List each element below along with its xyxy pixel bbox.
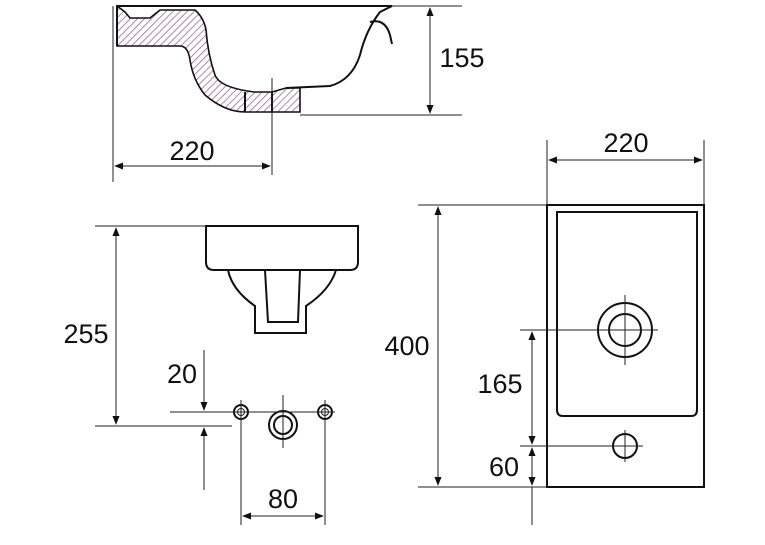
top-view: 220 400 165 60	[384, 128, 705, 525]
dim-pipe-offset: 20	[167, 359, 197, 389]
dim-side-height: 155	[439, 43, 484, 73]
basin-top-outline	[546, 204, 705, 488]
dim-side-width: 220	[169, 136, 214, 166]
dim-pipe-spacing: 80	[268, 484, 298, 514]
dim-front-height: 255	[63, 319, 108, 349]
dim-top-length: 400	[384, 331, 429, 361]
side-section-view: 220 155	[112, 4, 485, 182]
front-view: 255 20 80	[63, 225, 359, 525]
dim-tap-offset: 165	[477, 369, 522, 399]
dim-top-width: 220	[603, 128, 648, 158]
dim-waste-offset: 60	[489, 452, 519, 482]
basin-front-outline	[205, 225, 359, 271]
